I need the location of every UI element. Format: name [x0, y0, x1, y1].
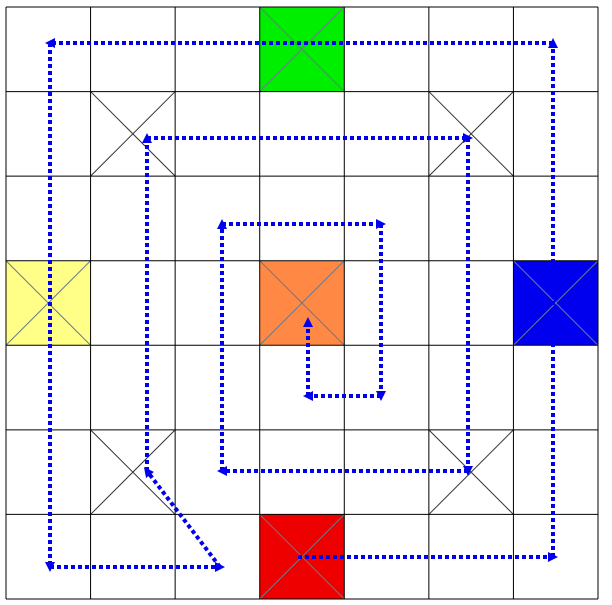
cell-cross-line: [513, 260, 599, 346]
path-diagonal: [143, 467, 222, 569]
cell-cross-line: [259, 6, 345, 92]
cell-cross-line: [90, 91, 176, 177]
cell-cross-line: [259, 260, 345, 346]
move-path: [45, 38, 558, 572]
board-grid: [5, 6, 599, 600]
cell-crosses: [5, 6, 599, 600]
cell-cross-line: [90, 429, 176, 515]
